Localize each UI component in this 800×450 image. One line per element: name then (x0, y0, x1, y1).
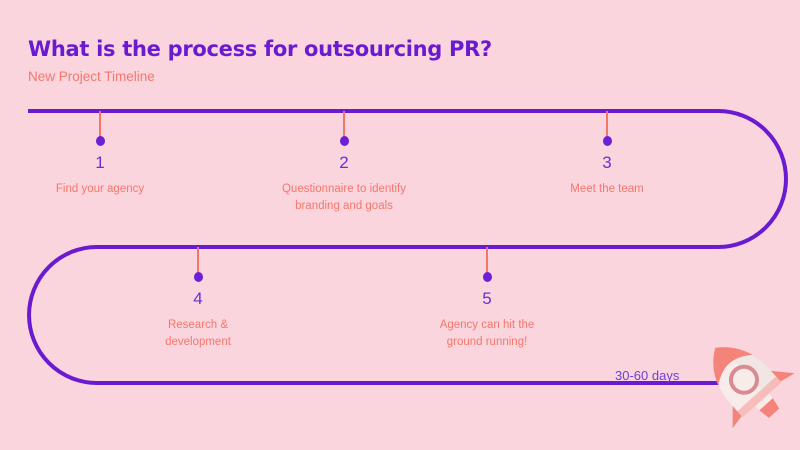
page-subtitle: New Project Timeline (28, 69, 155, 85)
page-title: What is the process for outsourcing PR? (28, 37, 492, 61)
milestone-dot (193, 272, 203, 282)
header: What is the process for outsourcing PR? … (28, 37, 728, 85)
milestone-label: Research & development (165, 319, 231, 348)
milestone-number: 1 (95, 153, 105, 172)
milestone-label: Questionnaire to identify branding and g… (281, 183, 407, 212)
milestone-number: 2 (339, 153, 349, 172)
duration-caption: 30-60 days (615, 368, 680, 383)
rocket-window (728, 364, 759, 395)
milestone-number: 4 (193, 289, 203, 308)
milestone-stem (343, 111, 345, 139)
rocket-nozzle (754, 393, 780, 418)
milestone-label: Meet the team (570, 183, 644, 195)
milestone-stem (486, 247, 488, 275)
milestone-dot (482, 272, 492, 282)
rocket-band (737, 376, 782, 418)
milestone-number: 3 (602, 153, 612, 172)
milestone-label: Find your agency (55, 183, 145, 195)
milestone-stem (606, 111, 608, 139)
milestone-label: Agency can hit the ground running! (439, 319, 535, 348)
milestone-stem (197, 247, 199, 275)
milestone-dot (602, 136, 612, 146)
milestone-dot (95, 136, 105, 146)
milestone-stem (99, 111, 101, 139)
rocket-nose (713, 347, 753, 386)
milestone-number: 5 (482, 289, 492, 308)
rocket-icon (713, 347, 795, 430)
milestone-dot (339, 136, 349, 146)
